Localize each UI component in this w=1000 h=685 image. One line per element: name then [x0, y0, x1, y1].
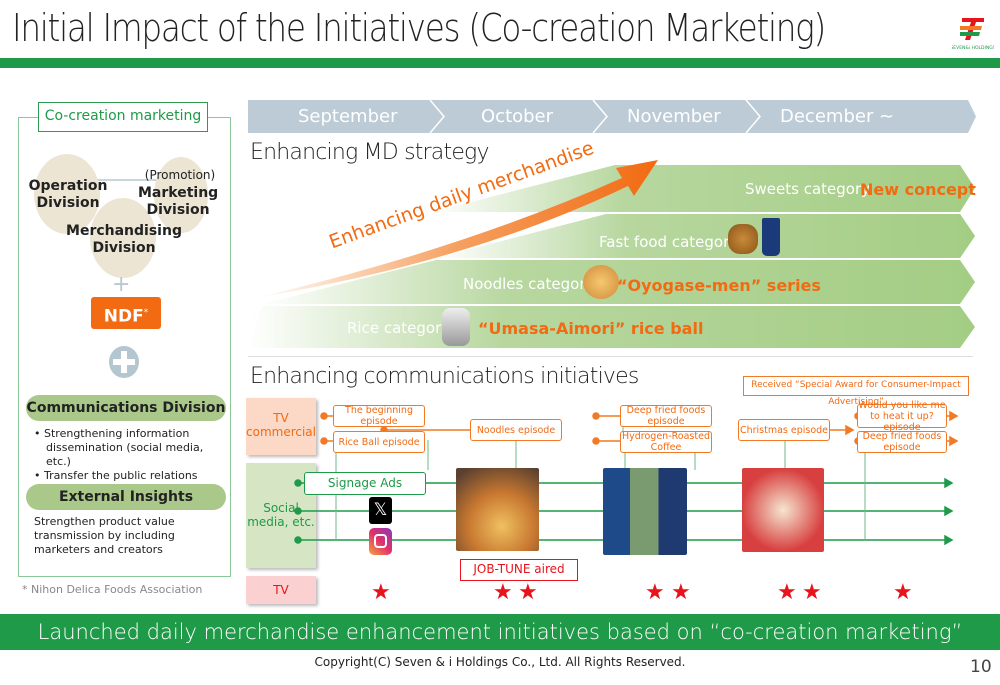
band-rice-edge — [248, 306, 262, 348]
band-fastfood-fill — [436, 214, 975, 258]
month-october: October — [481, 106, 554, 127]
award-box: Received “Special Award for Consumer-Imp… — [743, 376, 969, 407]
coffee-ad-image — [603, 468, 687, 555]
fastfood-category: Fast food category — [599, 233, 739, 251]
episode-rice-ball: Rice Ball episode — [333, 431, 425, 453]
episode-deep-fried: Deep fried foods episode — [620, 405, 712, 427]
month-timeline — [248, 100, 976, 133]
promotion-label: (Promotion) — [144, 168, 216, 182]
christmas-ad-image — [742, 468, 824, 552]
merchandising-division: Merchandising Division — [66, 223, 182, 256]
star-icon: ★ — [518, 580, 538, 605]
episode-coffee: Hydrogen-Roasted Coffee — [620, 431, 712, 453]
noodles-category: Noodles category — [463, 275, 595, 293]
external-text: Strengthen product value transmission by… — [34, 515, 175, 556]
divider — [248, 356, 973, 357]
svg-text:SEVEN&i HOLDINGS: SEVEN&i HOLDINGS — [952, 45, 994, 51]
noodles-image — [583, 265, 619, 299]
marketing-division: Marketing Division — [138, 185, 219, 218]
noodles-ad-image — [456, 468, 539, 551]
sweets-category: Sweets category — [745, 180, 871, 198]
merchandising-circle — [90, 198, 156, 278]
episode-christmas: Christmas episode — [738, 419, 830, 441]
seven-i-logo: SEVEN&i HOLDINGS — [952, 14, 994, 51]
ndf-box: NDF* — [91, 297, 161, 329]
comm-title: Enhancing communications initiatives — [250, 364, 639, 389]
copyright: Copyright(C) Seven & i Holdings Co., Ltd… — [314, 655, 686, 669]
operation-division: Operation Division — [28, 178, 108, 211]
episode-heat-it-up: Would you like me to heat it up? episode — [857, 399, 947, 433]
band-sweets — [432, 165, 975, 212]
md-strategy-title: Enhancing MD strategy — [250, 140, 489, 165]
plus-circle-icon — [109, 346, 139, 378]
star-icon: ★ — [802, 580, 822, 605]
plus-sign: + — [112, 272, 131, 297]
title-bar — [0, 58, 1000, 68]
instagram-icon — [369, 528, 392, 555]
signage-ads: Signage Ads — [304, 472, 426, 495]
jobtune-callout: JOB-TUNE aired — [460, 559, 578, 581]
rice-ball-image — [442, 308, 470, 346]
star-icon: ★ — [671, 580, 691, 605]
month-september: September — [298, 106, 398, 127]
rice-tag: “Umasa-Aimori” rice ball — [478, 319, 704, 338]
co-creation-header: Co-creation marketing — [38, 102, 208, 132]
star-icon: ★ — [893, 580, 913, 605]
summary-banner: Launched daily merchandise enhancement i… — [0, 614, 1000, 650]
row-tv-commercial: TV commercial — [246, 398, 316, 455]
star-icon: ★ — [493, 580, 513, 605]
star-icon: ★ — [777, 580, 797, 605]
fried-food-image — [728, 224, 758, 254]
external-insights: External Insights — [26, 484, 226, 510]
episode-deep-fried-2: Deep fried foods episode — [857, 431, 947, 453]
marketing-circle — [154, 157, 208, 233]
ndf-label: NDF — [103, 306, 144, 327]
coffee-cup-image — [762, 218, 780, 256]
episode-noodles: Noodles episode — [470, 419, 562, 441]
page-title: Initial Impact of the Initiatives (Co-cr… — [12, 6, 826, 50]
comm-bullet: Strengthening information dissemination … — [44, 427, 204, 468]
x-icon: 𝕏 — [369, 497, 392, 524]
month-november: November — [627, 106, 721, 127]
star-icon: ★ — [371, 580, 391, 605]
episode-beginning: The beginning episode — [333, 405, 425, 427]
operation-circle — [34, 154, 100, 234]
star-icon: ★ — [645, 580, 665, 605]
rice-category: Rice category — [347, 319, 451, 337]
noodles-tag: “Oyogase-men” series — [617, 276, 821, 295]
communications-division: Communications Division — [26, 395, 226, 421]
page-number: 10 — [970, 657, 992, 677]
ndf-mark: * — [143, 308, 149, 318]
footnote: * Nihon Delica Foods Association — [22, 583, 203, 596]
md-category-bands — [248, 160, 975, 348]
sweets-tag: New concept — [860, 180, 976, 199]
band-rice — [248, 306, 975, 348]
comm-bullets: • Strengthening information disseminatio… — [34, 427, 229, 497]
month-december: December ~ — [780, 106, 895, 127]
